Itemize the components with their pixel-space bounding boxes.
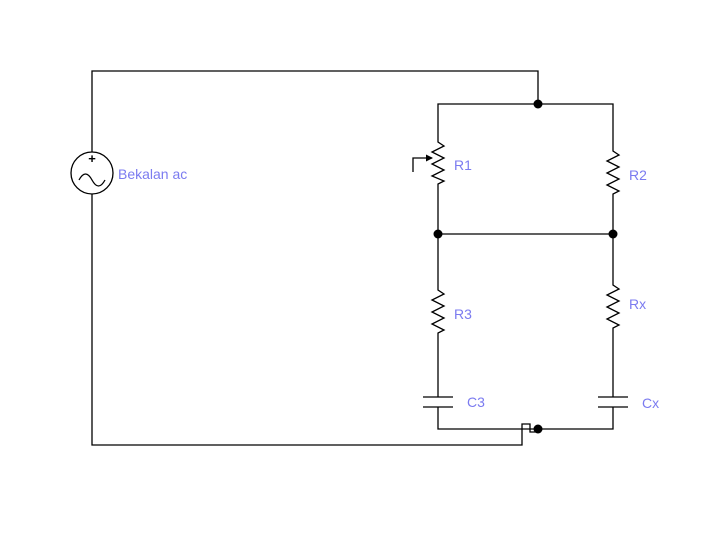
resistor-rx-zigzag xyxy=(605,280,621,332)
wire-c3-bottom xyxy=(437,407,538,430)
node-bottom xyxy=(533,424,543,434)
ac-source: + Bekalan ac xyxy=(70,151,187,195)
ac-source-polarity: + xyxy=(88,151,96,166)
resistor-rx-label: Rx xyxy=(629,296,646,312)
resistor-r1-label: R1 xyxy=(454,157,472,173)
node-middle-left xyxy=(433,229,443,239)
node-top xyxy=(533,99,543,109)
junction-nodes xyxy=(433,99,618,434)
resistor-r2-zigzag xyxy=(605,146,621,197)
variable-wiper-arrow-icon xyxy=(426,154,433,162)
ac-source-label: Bekalan ac xyxy=(118,166,187,182)
resistor-r3-label: R3 xyxy=(454,306,472,322)
wire-source-bottom xyxy=(91,194,538,446)
capacitor-cx: Cx xyxy=(598,395,659,411)
wire-top-rail xyxy=(437,103,614,146)
ac-source-icon xyxy=(70,151,114,195)
resistor-r1: R1 xyxy=(412,137,472,187)
wire-source-top xyxy=(91,70,539,152)
sine-wave-icon xyxy=(78,173,106,187)
resistor-r2-label: R2 xyxy=(629,167,647,183)
variable-wiper-icon xyxy=(412,157,432,172)
resistor-rx: Rx xyxy=(605,280,646,332)
capacitor-cx-label: Cx xyxy=(642,395,659,411)
wires xyxy=(91,70,614,446)
node-middle-right xyxy=(608,229,618,239)
resistor-r2: R2 xyxy=(605,146,647,197)
resistor-r3-zigzag xyxy=(430,285,446,336)
resistor-r3: R3 xyxy=(430,285,472,336)
wire-cx-bottom xyxy=(538,407,614,430)
resistor-r1-zigzag xyxy=(430,137,446,187)
capacitor-c3-label: C3 xyxy=(467,394,485,410)
capacitor-c3: C3 xyxy=(423,394,485,410)
